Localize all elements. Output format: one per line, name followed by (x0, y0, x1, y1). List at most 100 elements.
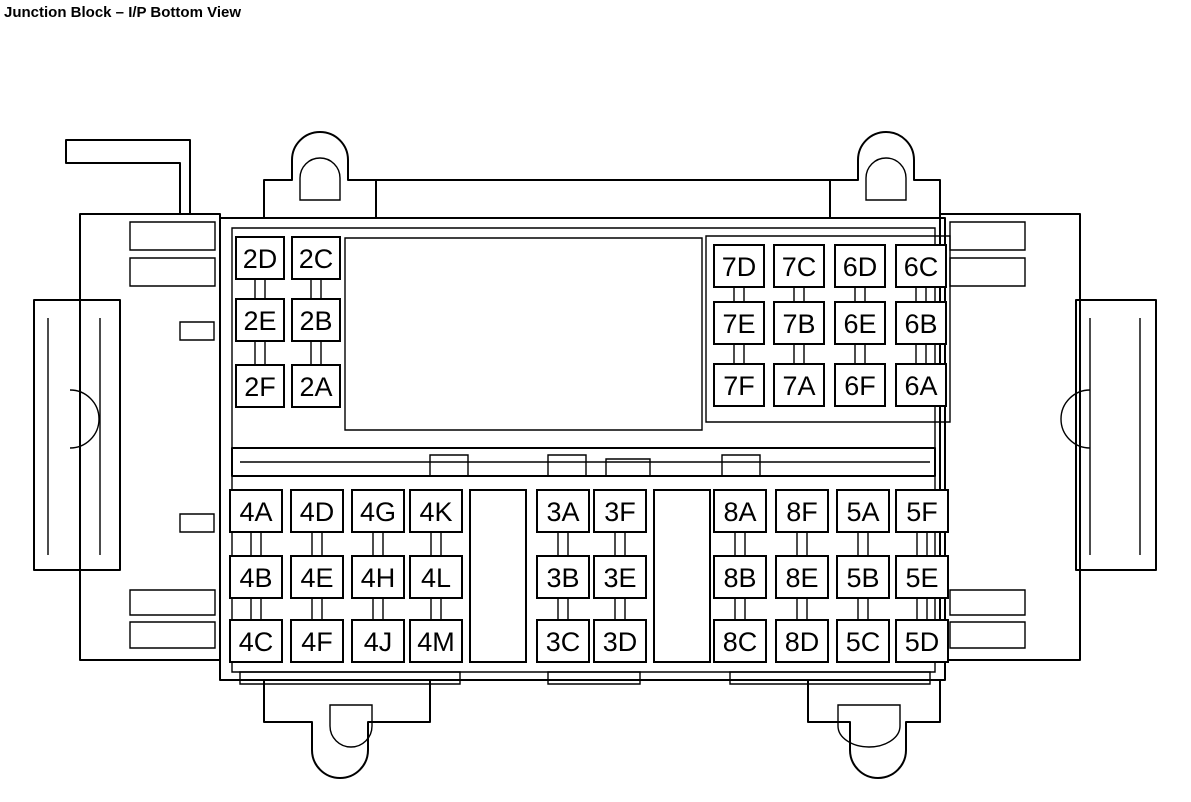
connector-label: 4C (239, 627, 274, 657)
connector-label: 7D (722, 252, 757, 282)
connector-label: 3E (603, 563, 636, 593)
connector-label: 3C (546, 627, 581, 657)
connector-box (351, 555, 405, 599)
connector-box (409, 489, 463, 533)
connector-label: 4G (360, 497, 396, 527)
connector-2d: 2D (235, 236, 285, 280)
connector-5b: 5B (836, 555, 890, 599)
connector-3e: 3E (593, 555, 647, 599)
connector-8b: 8B (713, 555, 767, 599)
connector-label: 6B (904, 309, 937, 339)
connector-box (895, 244, 947, 288)
connector-label: 4D (300, 497, 335, 527)
connector-box (895, 489, 949, 533)
connector-label: 8C (723, 627, 758, 657)
connector-label: 4B (239, 563, 272, 593)
connector-6b: 6B (895, 301, 947, 345)
connector-label: 7E (722, 309, 755, 339)
connector-5e: 5E (895, 555, 949, 599)
connector-3d: 3D (593, 619, 647, 663)
connector-box (713, 619, 767, 663)
connector-box (351, 489, 405, 533)
connector-box (836, 489, 890, 533)
connector-label: 2A (299, 372, 332, 402)
connector-4j: 4J (351, 619, 405, 663)
connector-label: 4J (364, 627, 393, 657)
connector-label: 6F (844, 371, 876, 401)
connector-box (536, 555, 590, 599)
connector-box (409, 555, 463, 599)
connector-7c: 7C (773, 244, 825, 288)
connector-label: 6C (904, 252, 939, 282)
connector-label: 5B (846, 563, 879, 593)
connector-box (773, 244, 825, 288)
connector-label: 7C (782, 252, 817, 282)
connector-label: 4L (421, 563, 451, 593)
connector-box (713, 555, 767, 599)
connector-label: 8F (786, 497, 818, 527)
connector-5f: 5F (895, 489, 949, 533)
connector-box (290, 619, 344, 663)
connector-box (775, 555, 829, 599)
connector-box (773, 301, 825, 345)
connector-box (713, 489, 767, 533)
connector-2b: 2B (291, 298, 341, 342)
connector-label: 7B (782, 309, 815, 339)
connector-box (834, 363, 886, 407)
diagram-title: Junction Block – I/P Bottom View (4, 4, 241, 21)
connector-label: 2D (243, 244, 278, 274)
connector-box (291, 236, 341, 280)
connector-label: 4M (417, 627, 455, 657)
connector-box (836, 555, 890, 599)
connector-2a: 2A (291, 364, 341, 408)
connector-label: 5C (846, 627, 881, 657)
connector-label: 5D (905, 627, 940, 657)
connector-label: 3A (546, 497, 579, 527)
connector-4a: 4A (229, 489, 283, 533)
connector-box (895, 301, 947, 345)
connector-box (229, 619, 283, 663)
connector-label: 8E (785, 563, 818, 593)
connector-4l: 4L (409, 555, 463, 599)
connector-8c: 8C (713, 619, 767, 663)
connector-8e: 8E (775, 555, 829, 599)
connector-label: 4F (301, 627, 333, 657)
connector-3c: 3C (536, 619, 590, 663)
connector-7f: 7F (713, 363, 765, 407)
connector-4k: 4K (409, 489, 463, 533)
connector-4f: 4F (290, 619, 344, 663)
connector-label: 2E (243, 306, 276, 336)
connector-box (834, 301, 886, 345)
connector-box (593, 489, 647, 533)
connector-5a: 5A (836, 489, 890, 533)
connector-box (895, 363, 947, 407)
connector-box (713, 244, 765, 288)
connector-label: 2F (244, 372, 276, 402)
connector-box (834, 244, 886, 288)
connector-7d: 7D (713, 244, 765, 288)
connector-4e: 4E (290, 555, 344, 599)
connector-label: 6D (843, 252, 878, 282)
connector-3f: 3F (593, 489, 647, 533)
connector-box (895, 555, 949, 599)
connector-8a: 8A (713, 489, 767, 533)
connector-label: 8B (723, 563, 756, 593)
connector-label: 6E (843, 309, 876, 339)
connector-box (593, 555, 647, 599)
connector-4h: 4H (351, 555, 405, 599)
connector-box (773, 363, 825, 407)
connector-label: 2C (299, 244, 334, 274)
connector-4b: 4B (229, 555, 283, 599)
connector-label: 5E (905, 563, 938, 593)
connector-label: 8D (785, 627, 820, 657)
connector-label: 4E (300, 563, 333, 593)
connector-6e: 6E (834, 301, 886, 345)
connector-box (593, 619, 647, 663)
connector-8d: 8D (775, 619, 829, 663)
connector-label: 3F (604, 497, 636, 527)
connector-label: 5F (906, 497, 938, 527)
connector-label: 5A (846, 497, 879, 527)
connector-4c: 4C (229, 619, 283, 663)
